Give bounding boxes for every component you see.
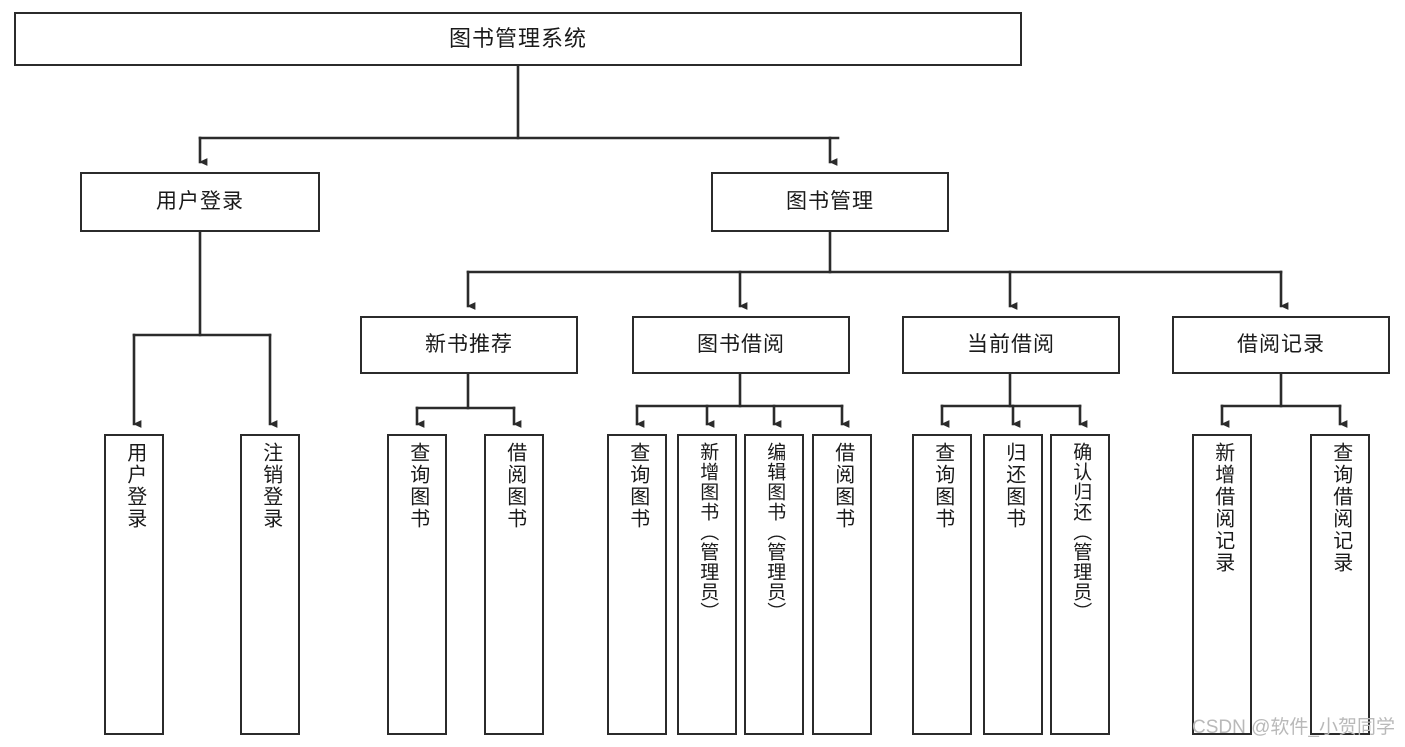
node-level2-0[interactable]: 用户登录 xyxy=(80,172,320,232)
node-level3-1[interactable]: 图书借阅 xyxy=(632,316,850,374)
node-leaf-7-label: 借阅图书 xyxy=(831,442,854,530)
node-leaf-9-label: 归还图书 xyxy=(1002,442,1025,530)
node-leaf-4-label: 查询图书 xyxy=(626,442,649,530)
node-root[interactable]: 图书管理系统 xyxy=(14,12,1022,66)
node-leaf-11[interactable]: 新增借阅记录 xyxy=(1192,434,1252,735)
node-leaf-5-label: 新增图书（管理员） xyxy=(697,442,719,622)
node-root-label: 图书管理系统 xyxy=(448,25,587,51)
node-leaf-9[interactable]: 归还图书 xyxy=(983,434,1043,735)
node-level2-1[interactable]: 图书管理 xyxy=(711,172,949,232)
node-leaf-11-label: 新增借阅记录 xyxy=(1211,442,1234,574)
node-leaf-2[interactable]: 查询图书 xyxy=(387,434,447,735)
node-leaf-6-label: 编辑图书（管理员） xyxy=(764,442,786,622)
node-level3-3[interactable]: 借阅记录 xyxy=(1172,316,1390,374)
node-leaf-12-label: 查询借阅记录 xyxy=(1329,442,1352,574)
node-level3-2[interactable]: 当前借阅 xyxy=(902,316,1120,374)
node-level3-1-label: 图书借阅 xyxy=(697,333,785,357)
node-leaf-0[interactable]: 用户登录 xyxy=(104,434,164,735)
node-leaf-10-label: 确认归还（管理员） xyxy=(1070,442,1092,622)
node-leaf-1[interactable]: 注销登录 xyxy=(240,434,300,735)
node-level3-0[interactable]: 新书推荐 xyxy=(360,316,578,374)
node-leaf-5[interactable]: 新增图书（管理员） xyxy=(677,434,737,735)
node-level3-0-label: 新书推荐 xyxy=(425,333,513,357)
node-level2-0-label: 用户登录 xyxy=(156,190,244,214)
node-leaf-3-label: 借阅图书 xyxy=(503,442,526,530)
node-leaf-1-label: 注销登录 xyxy=(259,442,282,530)
node-leaf-12[interactable]: 查询借阅记录 xyxy=(1310,434,1370,735)
node-leaf-6[interactable]: 编辑图书（管理员） xyxy=(744,434,804,735)
node-leaf-8-label: 查询图书 xyxy=(931,442,954,530)
node-leaf-4[interactable]: 查询图书 xyxy=(607,434,667,735)
node-leaf-0-label: 用户登录 xyxy=(123,442,146,530)
node-leaf-8[interactable]: 查询图书 xyxy=(912,434,972,735)
node-level2-1-label: 图书管理 xyxy=(786,190,874,214)
node-level3-3-label: 借阅记录 xyxy=(1237,333,1325,357)
node-leaf-3[interactable]: 借阅图书 xyxy=(484,434,544,735)
node-leaf-2-label: 查询图书 xyxy=(406,442,429,530)
csdn-watermark: CSDN @软件_小贺同学 xyxy=(1192,717,1395,738)
node-level3-2-label: 当前借阅 xyxy=(967,333,1055,357)
node-leaf-10[interactable]: 确认归还（管理员） xyxy=(1050,434,1110,735)
node-leaf-7[interactable]: 借阅图书 xyxy=(812,434,872,735)
